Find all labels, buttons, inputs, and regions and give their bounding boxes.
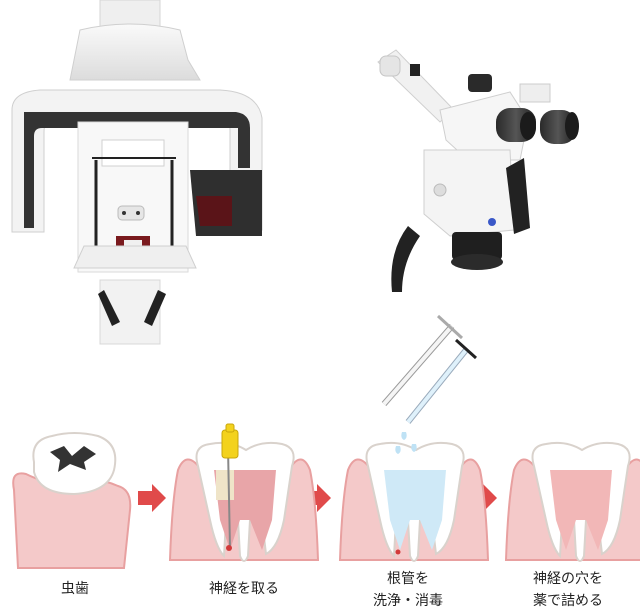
caption-line: 薬で詰める bbox=[533, 593, 603, 609]
arrow-icon bbox=[138, 484, 166, 512]
root-canal-cleaning-tooth-icon bbox=[338, 314, 490, 562]
caption-line: 神経を取る bbox=[209, 581, 279, 597]
caption-line: 神経の穴を bbox=[533, 571, 603, 587]
panoramic-xray-machine-icon bbox=[11, 0, 263, 345]
caption-line: 洗浄・消毒 bbox=[373, 593, 443, 609]
step-caption-filling: 神経の穴を 薬で詰める bbox=[508, 568, 628, 612]
filled-root-canal-tooth-icon bbox=[504, 441, 640, 562]
dental-microscope-icon bbox=[377, 49, 579, 292]
caption-line: 根管を bbox=[387, 571, 429, 587]
caption-line: 虫歯 bbox=[61, 581, 89, 597]
step-caption-decay: 虫歯 bbox=[40, 578, 110, 600]
step-caption-nerve-removal: 神経を取る bbox=[184, 578, 304, 600]
nerve-removal-tooth-icon bbox=[168, 423, 320, 562]
step-caption-cleaning: 根管を 洗浄・消毒 bbox=[348, 568, 468, 612]
decayed-tooth-icon bbox=[12, 432, 132, 569]
